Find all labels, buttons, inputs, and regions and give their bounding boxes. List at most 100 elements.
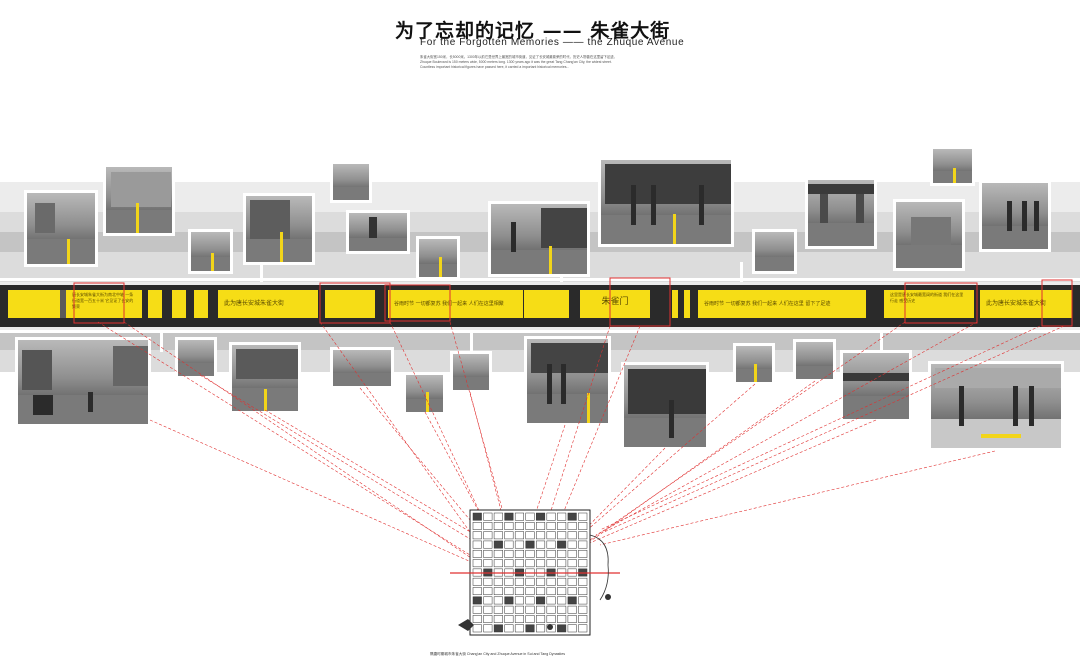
map-pond [458,619,474,631]
city-ward [567,605,577,614]
city-ward [472,522,482,530]
street-segment-text: 此为唐长安城朱雀大街 [980,290,1072,318]
city-ward [472,587,482,596]
street-photo [598,157,734,247]
street-photo [346,210,410,254]
connector-line [539,325,611,546]
city-ward [525,549,535,558]
connector-line [603,325,1065,533]
city-ward [483,512,493,521]
connector-line [319,321,491,561]
city-ward [557,531,567,540]
city-ward [557,615,567,623]
city-ward [472,559,482,568]
connector-line [569,383,756,546]
city-ward [536,531,546,540]
street-photo [229,342,301,414]
street-photo [733,343,775,385]
city-ward [514,549,524,558]
city-ward [493,596,503,605]
city-ward [557,540,567,549]
city-ward [546,615,556,623]
city-ward [567,577,577,586]
city-ward [514,577,524,586]
city-ward [525,587,535,596]
city-ward [557,559,567,568]
city-ward [483,624,493,633]
city-ward [514,624,524,633]
city-ward [578,624,588,633]
street-photo [330,347,394,389]
yellow-segment [524,290,569,318]
street-photo [488,201,590,277]
yellow-segment [148,290,162,318]
city-ward [525,540,535,549]
city-ward [557,596,567,605]
city-ward [504,587,514,596]
city-ward [493,522,503,530]
city-ward [567,596,577,605]
city-ward [525,615,535,623]
city-ward [578,540,588,549]
street-photo [15,337,151,427]
changan-city-map [450,509,620,636]
city-ward [493,587,503,596]
city-ward [493,577,503,586]
city-ward [504,624,514,633]
city-ward [514,559,524,568]
path-line [470,330,473,352]
street-segment-text: 这里是唐长安城最宽阔的街道 我们在这里 行走 感受历史 [884,290,974,318]
city-ward [472,596,482,605]
palace-outline [589,534,609,601]
yellow-segment [672,290,678,318]
city-ward [514,522,524,530]
connector-line [264,409,485,541]
map-marker [547,624,553,630]
city-ward [493,549,503,558]
connector-line [599,450,996,546]
highlight-box [1041,279,1073,327]
city-ward [472,624,482,633]
highlight-box [904,282,978,324]
city-ward [483,549,493,558]
street-photo [793,339,836,382]
city-ward [536,559,546,568]
connector-line [595,321,978,536]
connector-line [599,325,1041,531]
path-line [160,330,163,352]
city-ward [567,559,577,568]
city-ward [525,512,535,521]
city-ward [578,605,588,614]
path-line [260,262,263,282]
city-ward [578,549,588,558]
city-ward [557,522,567,530]
city-ward [525,577,535,586]
city-ward [514,540,524,549]
city-ward [525,596,535,605]
intro-line: Zhuque Boulevard is 150 meters wide, 500… [420,60,612,64]
city-ward [525,605,535,614]
street-photo [403,372,446,415]
city-ward [546,512,556,521]
city-ward [493,540,503,549]
city-ward [578,615,588,623]
city-ward [514,587,524,596]
city-ward [567,624,577,633]
city-ward [567,531,577,540]
city-ward [525,522,535,530]
street-segment-text: 谷雨时节 一切都复苏 我们一起来 人们在这里相聚 [388,290,523,318]
map-marker [605,594,611,600]
city-ward [504,596,514,605]
city-ward [567,512,577,521]
intro-line: Countless important historical figures h… [420,65,570,69]
city-ward [472,512,482,521]
connector-line [97,321,471,556]
city-ward [536,540,546,549]
city-ward [536,549,546,558]
city-ward [483,531,493,540]
connector-line [199,374,481,546]
city-ward [504,549,514,558]
city-ward [536,577,546,586]
city-ward [546,549,556,558]
